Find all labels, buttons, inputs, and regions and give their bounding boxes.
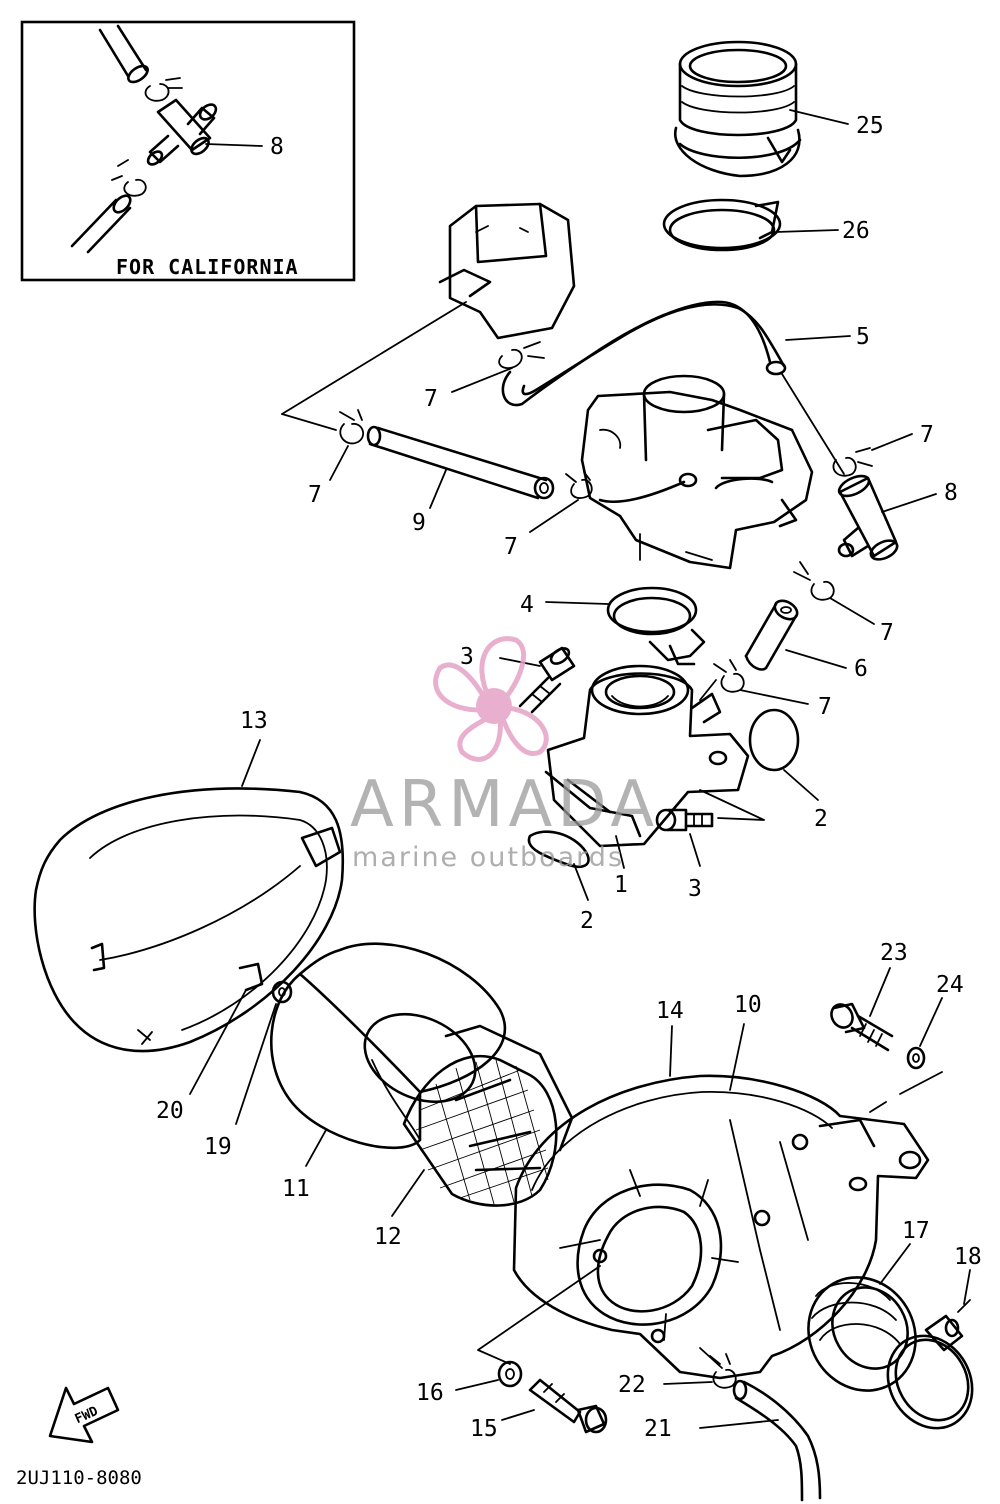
- t-joint-8: [837, 474, 899, 561]
- callout-9: 9: [412, 510, 426, 536]
- bolt-23: [830, 1002, 894, 1052]
- callout-13: 13: [240, 708, 268, 734]
- inset-clamp-upper: [144, 77, 183, 102]
- band-clamp-26: [662, 198, 782, 252]
- inset-hose-lower: [70, 194, 132, 254]
- callout-14: 14: [656, 998, 684, 1024]
- callout-15: 15: [470, 1416, 498, 1442]
- callout-21: 21: [644, 1416, 672, 1442]
- clip-22: [709, 1353, 737, 1389]
- inset-clamp-lower: [111, 159, 147, 197]
- callout-23: 23: [880, 940, 908, 966]
- callout-2-lower: 2: [580, 908, 594, 934]
- callout-18: 18: [954, 1244, 982, 1270]
- inset-callout-8: 8: [270, 134, 284, 160]
- callout-7-right-mid: 7: [880, 620, 894, 646]
- hose-clip-7-lower: [713, 659, 745, 693]
- callout-10: 10: [734, 992, 762, 1018]
- vent-hose-5: [501, 300, 787, 407]
- inset-frame: [20, 20, 356, 282]
- callout-17: 17: [902, 1218, 930, 1244]
- intake-joint-1: [544, 664, 750, 848]
- float-chamber-cover: [438, 202, 576, 340]
- inset-title: FOR CALIFORNIA: [116, 255, 299, 279]
- hose-clip-7-right-mid: [793, 561, 835, 601]
- drawing-code: 2UJ110-8080: [16, 1467, 142, 1489]
- callout-26: 26: [842, 218, 870, 244]
- carburetor-body: [580, 374, 814, 570]
- clamp-band-4: [606, 586, 706, 666]
- gasket-2-lower: [527, 830, 590, 868]
- callout-11: 11: [282, 1176, 310, 1202]
- callout-4: 4: [520, 592, 534, 618]
- air-filter-element-11: [270, 942, 507, 1150]
- callout-7-mid: 7: [504, 534, 518, 560]
- callout-24: 24: [936, 972, 964, 998]
- callout-5: 5: [856, 324, 870, 350]
- propeller-logo-icon: [433, 636, 549, 762]
- watermark-tagline: marine outboards: [352, 842, 624, 873]
- callout-7-left: 7: [308, 482, 322, 508]
- california-inset: 8 FOR CALIFORNIA: [20, 20, 356, 282]
- armada-watermark: ARMADA marine outboards: [350, 636, 659, 873]
- hose-clip-7-left: [339, 409, 365, 445]
- silencer-case-14: [512, 1074, 930, 1380]
- callout-20: 20: [156, 1098, 184, 1124]
- fwd-label: FWD: [73, 1404, 101, 1427]
- callout-16: 16: [416, 1380, 444, 1406]
- silencer-cover-13: [33, 787, 345, 1053]
- callout-1: 1: [614, 872, 628, 898]
- callout-6: 6: [854, 656, 868, 682]
- drain-hose-21: [732, 1379, 822, 1502]
- fuel-hose-9: [366, 425, 555, 500]
- hose-clip-7-mid: [565, 471, 593, 499]
- inset-t-joint: [146, 98, 218, 166]
- callout-25: 25: [856, 113, 884, 139]
- intake-joint-17: [807, 1276, 917, 1392]
- callout-8: 8: [944, 480, 958, 506]
- inlet-funnel-25: [673, 40, 802, 178]
- hose-clip-7-upper: [498, 341, 545, 369]
- callout-22: 22: [618, 1372, 646, 1398]
- callout-3-upper: 3: [460, 644, 474, 670]
- bolt-15: [528, 1378, 608, 1434]
- short-hose-6: [744, 599, 799, 671]
- fwd-arrow-icon: FWD: [48, 1386, 120, 1444]
- washer-16: [497, 1360, 523, 1388]
- callout-12: 12: [374, 1224, 402, 1250]
- o-ring-2-right: [748, 708, 800, 772]
- filter-screen-12: [402, 1024, 574, 1207]
- callout-7-lower: 7: [818, 694, 832, 720]
- inset-hose-upper: [98, 24, 149, 84]
- callout-7-upper: 7: [424, 386, 438, 412]
- callout-3-lower: 3: [688, 876, 702, 902]
- washer-24: [906, 1046, 926, 1070]
- bolt-3-upper: [518, 646, 576, 714]
- callout-2-right: 2: [814, 806, 828, 832]
- hose-clip-7-right-upper: [832, 447, 873, 477]
- callout-19: 19: [204, 1134, 232, 1160]
- bolt-3-lower: [655, 808, 714, 832]
- callout-7-right-upper: 7: [920, 422, 934, 448]
- watermark-brand: ARMADA: [350, 768, 659, 842]
- hose-clamp-18: [886, 1299, 974, 1430]
